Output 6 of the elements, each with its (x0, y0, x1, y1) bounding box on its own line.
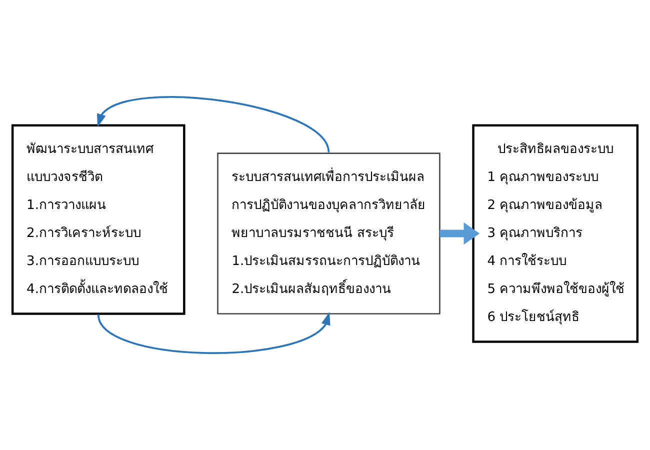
arrow (98, 312, 330, 354)
node-box: พัฒนาระบบสารสนเทศแบบวงจรชีวิต 1.การวางแผน 2.การวิเคราะห์ระบบ 3.การออกแบบระบบ 4.การติดตั้งและทดลองใช้ (11, 124, 186, 315)
node-box: ประสิทธิผลของระบบ 1 คุณภาพของระบบ 2 คุณภาพของข้อมูล 3 คุณภาพบริการ 4 การใช้ระบบ 5 ความพึงพอใช้ของผู้ใช้ 6 ประโยชน์สุทธิ (472, 124, 639, 343)
arrow (96, 96, 330, 153)
node-box: ระบบสารสนเทศเพื่อการประเมินผลการปฏิบัติงานของบุคลากรวิทยาลัยพยาบาลบรมราชชนนี สระบุรี 1.ประเมินสมรรถนะการปฏิบัติงาน 2.ประเมินผลสัมฤทธิ์ของงาน (217, 152, 440, 314)
arrow (440, 222, 480, 245)
